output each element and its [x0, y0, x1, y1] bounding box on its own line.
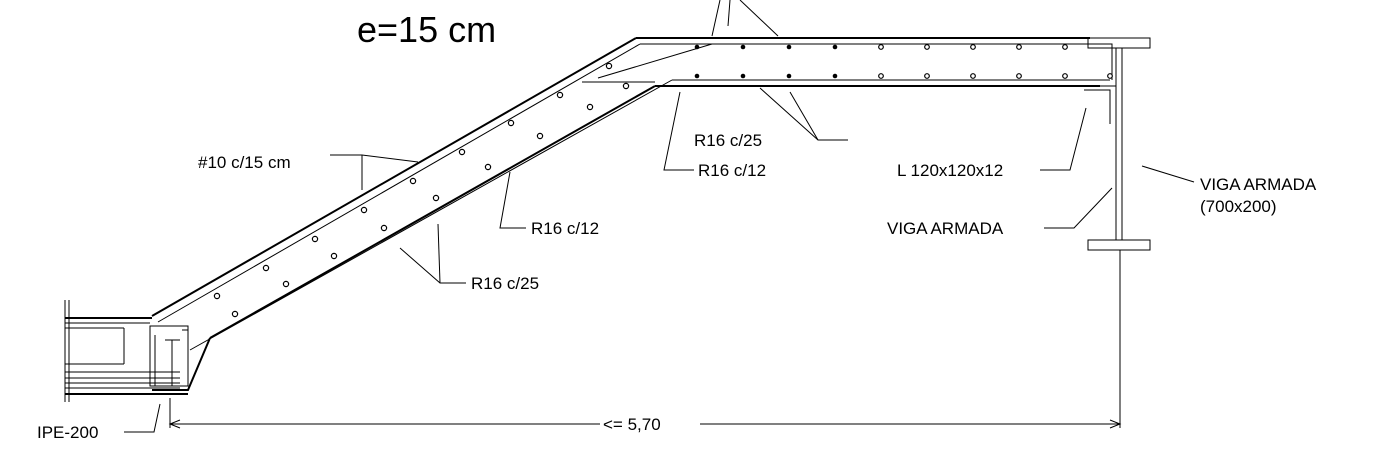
landing-slab: [582, 37, 1118, 87]
leader-lines: [124, 0, 1195, 433]
dimension-line: [168, 398, 1122, 429]
dimension-value: <= 5,70: [603, 415, 661, 434]
label-r16-c12-lower: R16 c/12: [531, 219, 599, 238]
label-viga-armada-size: (700x200): [1200, 197, 1277, 216]
steel-beam: [1080, 37, 1151, 428]
rebar-dots-landing-top: [694, 44, 1068, 50]
rebar-dots-flight-bottom: [231, 82, 630, 318]
label-viga-armada-inner: VIGA ARMADA: [887, 219, 1004, 238]
label-stirrups: #10 c/15 cm: [198, 153, 291, 172]
rebar-dots-flight-top: [213, 62, 613, 300]
label-viga-armada-outer: VIGA ARMADA: [1200, 175, 1317, 194]
label-r16-c25-lower: R16 c/25: [471, 274, 539, 293]
label-r16-c12-upper: R16 c/12: [698, 161, 766, 180]
slab-thickness-title: e=15 cm: [357, 9, 496, 50]
bottom-support: [64, 300, 189, 402]
label-ipe-200: IPE-200: [37, 423, 98, 442]
stair-flight: [151, 37, 713, 391]
label-r16-c25-upper: R16 c/25: [694, 131, 762, 150]
label-angle-profile: L 120x120x12: [897, 161, 1003, 180]
rebar-dots-landing-bottom: [694, 73, 1113, 79]
